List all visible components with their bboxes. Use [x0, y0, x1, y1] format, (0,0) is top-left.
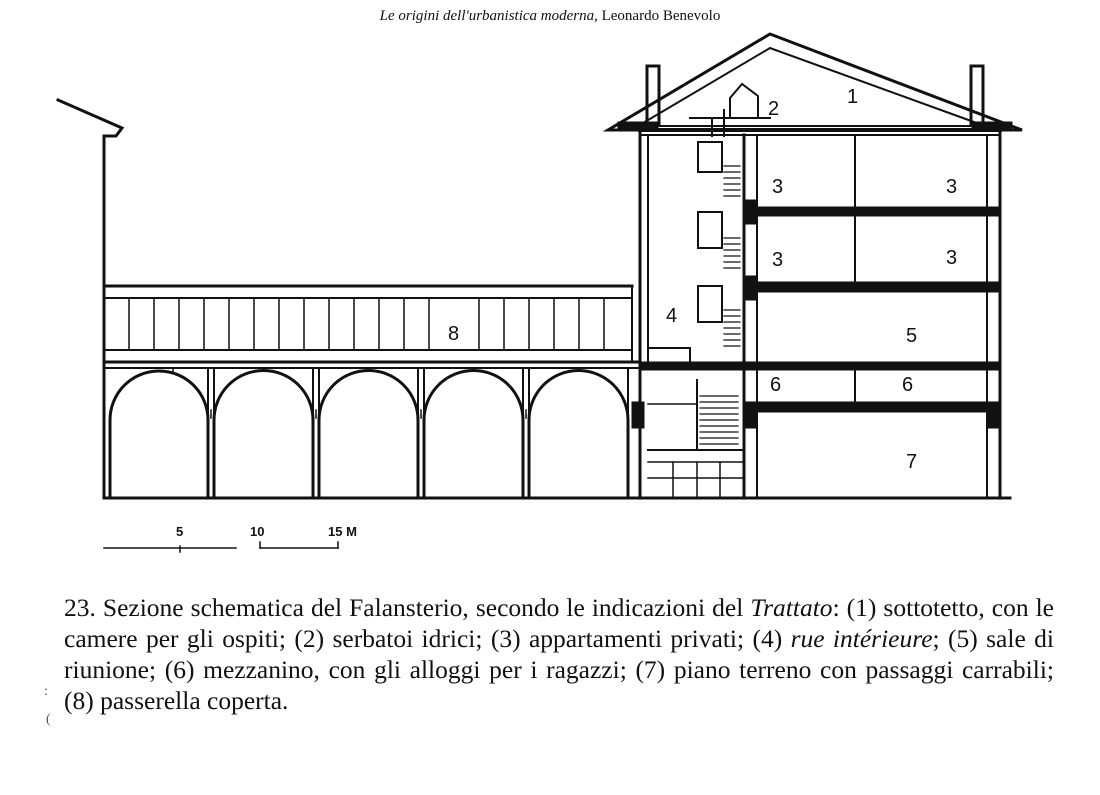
- caption-part-1: 23. Sezione schematica del Falansterio, …: [64, 593, 751, 622]
- label-6-a: 6: [770, 374, 781, 396]
- caption-italic-rue: rue intérieure: [790, 624, 933, 653]
- caption-italic-trattato: Trattato: [750, 593, 833, 622]
- label-2: 2: [768, 98, 779, 120]
- arcade-arches: [108, 369, 630, 500]
- label-3-a: 3: [772, 176, 783, 198]
- label-1: 1: [847, 86, 858, 108]
- scale-label-10: 10: [250, 524, 264, 539]
- arch-keystones: [172, 367, 527, 419]
- diagram-labels: 1 2 3 3 3 3 4 5 6 6 7 8 5 10 15 M: [176, 86, 957, 539]
- page-header: Le origini dell'urbanistica moderna, Leo…: [0, 8, 1100, 25]
- walkway-arcade: [102, 284, 1012, 500]
- main-building: [602, 32, 1023, 500]
- label-3-b: 3: [946, 176, 957, 198]
- scale-label-15: 15 M: [328, 524, 357, 539]
- falansterio-section-drawing: 1 2 3 3 3 3 4 5 6 6 7 8 5 10 15 M: [56, 32, 1023, 553]
- margin-mark-colon: :: [44, 684, 48, 699]
- label-3-d: 3: [946, 247, 957, 269]
- lower-staircase: [699, 395, 739, 445]
- margin-mark-paren: (: [46, 712, 51, 727]
- scale-label-5: 5: [176, 524, 183, 539]
- label-6-b: 6: [902, 374, 913, 396]
- walkway-balusters: [128, 297, 605, 351]
- left-building-edge: [56, 98, 125, 292]
- label-4: 4: [666, 305, 677, 327]
- book-title: Le origini dell'urbanistica moderna,: [379, 8, 598, 24]
- label-5: 5: [906, 325, 917, 347]
- book-author: Leonardo Benevolo: [601, 8, 721, 24]
- scale-bar: [103, 541, 339, 553]
- drawing-lines: [56, 32, 1023, 553]
- floor-slabs: [639, 206, 1001, 413]
- caption-part-3: : (1) sottotetto, con le camere per gli …: [64, 593, 1054, 653]
- caption-part-5: ; (5) sale di riunione; (6) mezzanino, c…: [64, 624, 1054, 715]
- figure-caption: 23. Sezione schematica del Falansterio, …: [64, 592, 1054, 716]
- label-3-c: 3: [772, 249, 783, 271]
- upper-staircase: [723, 165, 741, 347]
- label-8: 8: [448, 323, 459, 345]
- label-7: 7: [906, 451, 917, 473]
